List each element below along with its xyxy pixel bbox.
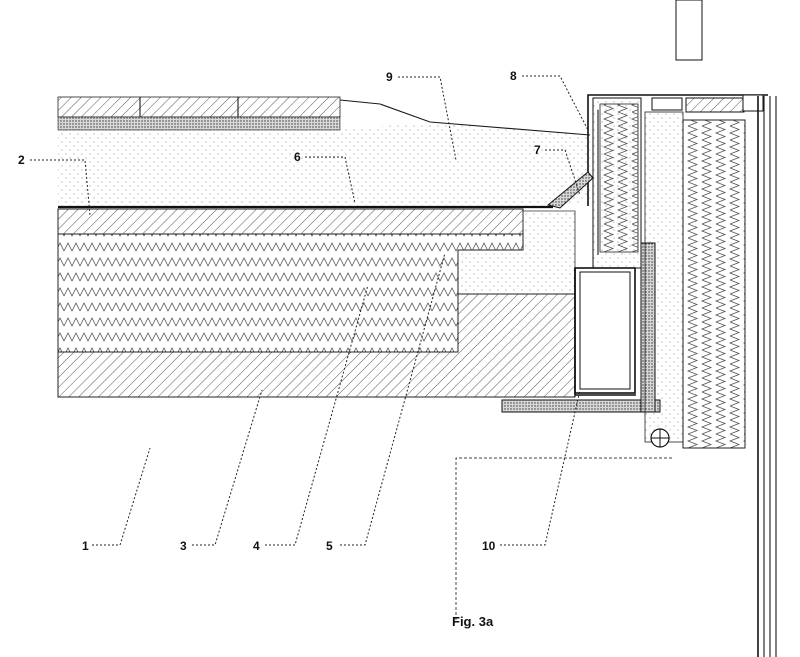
label-9: 9	[386, 70, 393, 84]
figure-caption: Fig. 3a	[452, 614, 494, 629]
label-1: 1	[82, 539, 89, 553]
label-5: 5	[326, 539, 333, 553]
drain-element-7	[546, 171, 594, 209]
label-10: 10	[482, 539, 496, 553]
anchor-bolt-symbol	[650, 428, 670, 448]
leader-lines	[30, 75, 589, 546]
paving-slabs	[57, 96, 591, 136]
slab-layer-2	[57, 208, 524, 235]
label-3: 3	[180, 539, 187, 553]
label-8: 8	[510, 69, 517, 83]
label-6: 6	[294, 150, 301, 164]
insulation-layer-4	[57, 233, 524, 353]
gravel-layer-9	[58, 122, 590, 208]
label-2: 2	[18, 153, 25, 167]
facade-mullion	[675, 0, 777, 657]
section-line	[455, 457, 674, 620]
label-4: 4	[253, 539, 260, 553]
parapet-wall-8	[587, 94, 768, 449]
label-7: 7	[534, 143, 541, 157]
